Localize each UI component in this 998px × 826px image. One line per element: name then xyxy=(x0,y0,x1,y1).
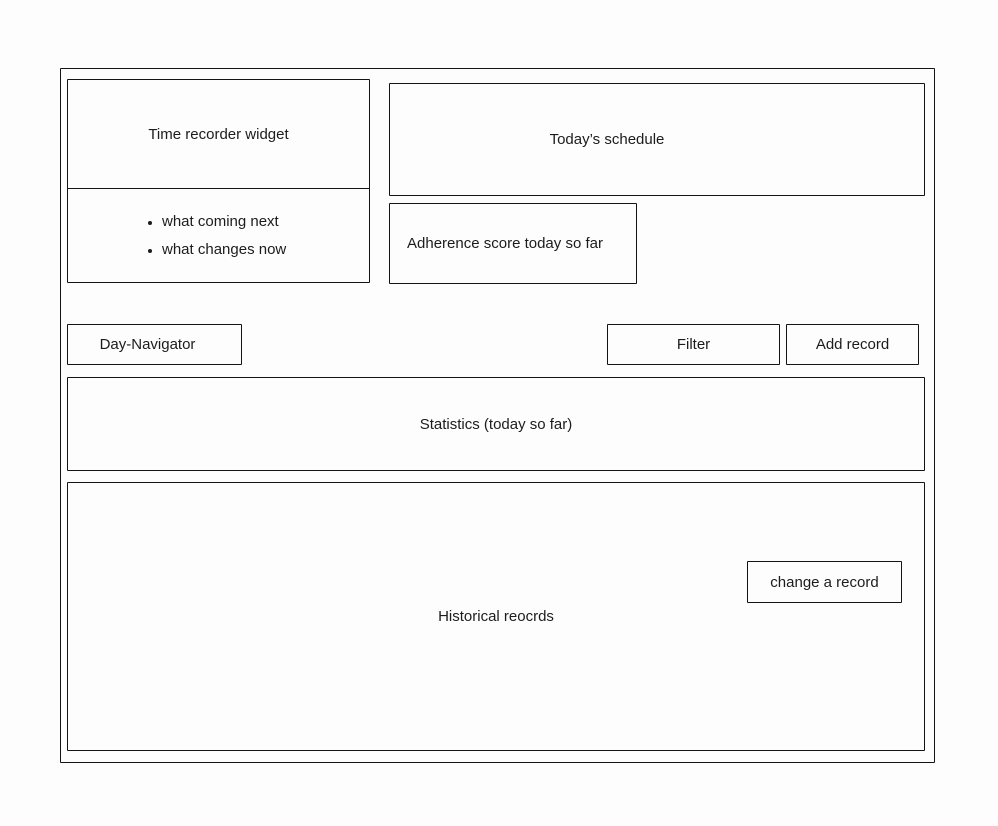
add-record-button[interactable]: Add record xyxy=(786,324,919,365)
historical-records-label: Historical reocrds xyxy=(438,608,554,625)
change-record-button[interactable]: change a record xyxy=(747,561,902,603)
todays-schedule-label: Today’s schedule xyxy=(549,131,665,148)
time-recorder-widget-panel: Time recorder widget what coming next wh… xyxy=(67,79,370,283)
adherence-score-label: Adherence score today so far xyxy=(407,235,603,252)
time-recorder-widget-notes-cell: what coming next what changes now xyxy=(68,189,369,282)
adherence-score-panel: Adherence score today so far xyxy=(389,203,637,284)
filter-button[interactable]: Filter xyxy=(607,324,780,365)
change-record-label: change a record xyxy=(770,573,879,591)
day-navigator-label: Day-Navigator xyxy=(99,336,196,353)
filter-label: Filter xyxy=(676,336,711,353)
historical-records-panel: Historical reocrds change a record xyxy=(67,482,925,751)
time-recorder-widget-title-cell: Time recorder widget xyxy=(68,80,369,189)
statistics-label: Statistics (today so far) xyxy=(419,415,573,433)
note-what-coming-next: what coming next xyxy=(162,208,286,236)
time-recorder-notes-list: what coming next what changes now xyxy=(68,208,286,264)
wireframe-canvas: Time recorder widget what coming next wh… xyxy=(60,68,935,763)
note-what-changes-now: what changes now xyxy=(162,236,286,264)
time-recorder-widget-label: Time recorder widget xyxy=(148,125,289,143)
statistics-panel: Statistics (today so far) xyxy=(67,377,925,471)
day-navigator-button[interactable]: Day-Navigator xyxy=(67,324,242,365)
add-record-label: Add record xyxy=(815,336,890,353)
todays-schedule-panel: Today’s schedule xyxy=(389,83,925,196)
